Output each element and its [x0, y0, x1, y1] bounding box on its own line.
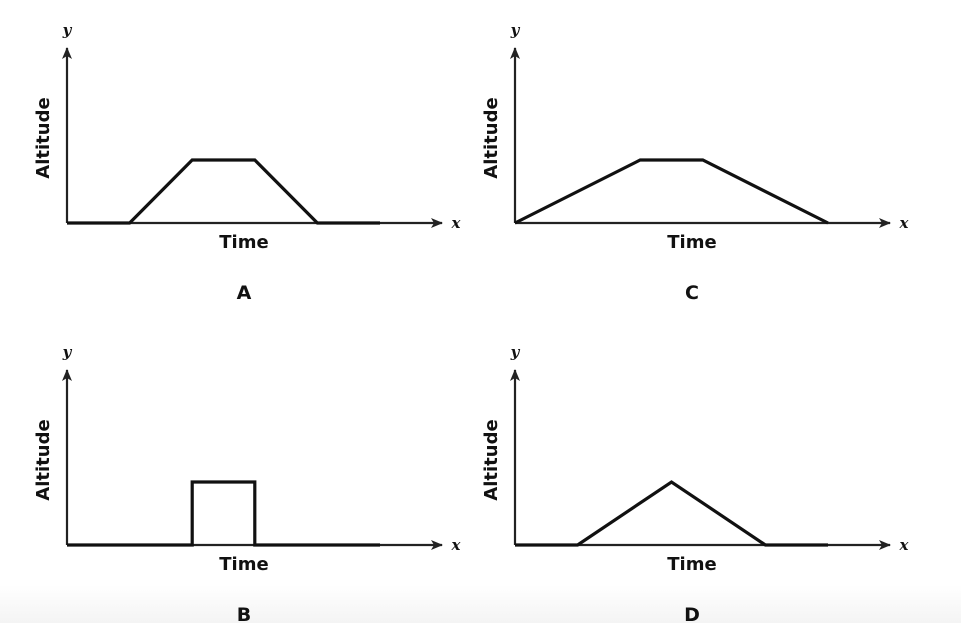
panel-label-a: A	[237, 282, 252, 304]
y-axis-title-d: Altitude	[481, 419, 502, 500]
x-axis-letter-a: x	[451, 214, 462, 232]
panel-label-c: C	[685, 282, 699, 304]
y-axis-title-a: Altitude	[33, 97, 54, 178]
x-axis-letter-b: x	[451, 536, 462, 554]
x-axis-title-c: Time	[667, 232, 716, 253]
x-axis-title-a: Time	[219, 232, 268, 253]
altitude-line-b	[67, 480, 380, 547]
x-axis-title-d: Time	[667, 554, 716, 575]
altitude-line-c	[514, 158, 829, 225]
panel-label-b: B	[237, 604, 251, 623]
x-axis-letter-d: x	[899, 536, 910, 554]
panel-label-d: D	[684, 604, 700, 623]
altitude-line-d	[515, 480, 828, 547]
x-axis-title-b: Time	[219, 554, 268, 575]
x-axis-letter-c: x	[899, 214, 910, 232]
y-axis-title-b: Altitude	[33, 419, 54, 500]
y-axis-letter-d: y	[510, 343, 521, 361]
y-axis-letter-c: y	[510, 21, 521, 39]
y-axis-letter-b: y	[62, 343, 73, 361]
y-axis-title-c: Altitude	[481, 97, 502, 178]
y-axis-letter-a: y	[62, 21, 73, 39]
altitude-line-a	[67, 158, 380, 225]
